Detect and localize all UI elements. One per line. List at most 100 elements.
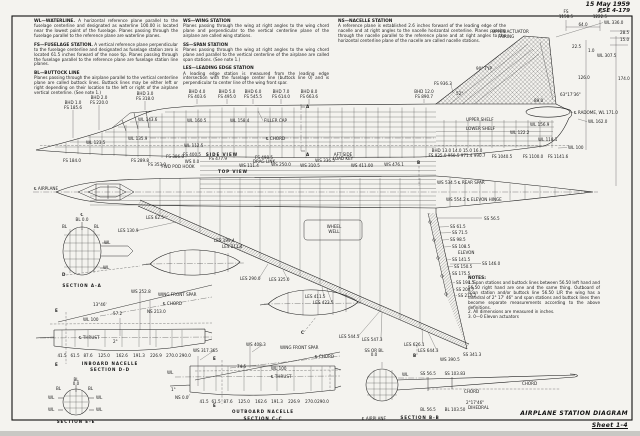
note-item: 3. 0—0 Elevon actuators [468,314,519,320]
dim-label: LES 547.3 [362,337,383,342]
view-caption: E [213,403,216,408]
scan-edge [0,431,640,436]
dim-label: BL 103.50 [445,407,466,412]
dim-label: FS 890.7 [415,94,433,99]
dim-label: 0.0 [73,381,80,386]
plan-fuselage-lower [55,191,437,209]
definition-heading: SS—SPAN STATION [183,42,229,48]
dim-label: LES 130.9 [118,228,139,233]
dim-label: 74.5 [237,364,247,369]
notes-heading: NOTES: [468,276,486,281]
dim-label: NS 213.0 [147,309,166,314]
dim-label: LES 290.0 [240,276,261,281]
dim-label: 125.0 [98,353,110,358]
dim-label: WING FRONT SPAR [280,345,319,350]
wingtip-hatch [447,297,467,349]
dim-label: BHD 13.0 14.0 15.0 16.0 [432,148,483,153]
dim-label: ℄ RADOME, WL 171.0 [574,110,618,115]
dim-label: 162.6 [255,399,267,404]
dim-label: ℄ CHORD [163,301,182,306]
outboard-nacelle-section [169,346,342,404]
leader-line [251,344,263,353]
view-caption: SIDE VIEW [206,152,238,157]
leader-line [162,215,169,218]
plan-tail-boom [435,175,594,209]
dim-label: 162.6 [116,353,128,358]
definition-heading: LES—LEADING EDGE STATION [183,66,254,72]
definition-fuselage-station: FS—FUSELAGE STATION. A vertical referenc… [34,42,178,68]
dim-label: FS 400.5 [183,152,201,157]
dim-label: 226.9 [150,353,162,358]
dim-label: 270.0 [166,353,178,358]
dim-label: FS 545.5 [244,94,262,99]
view-caption: A [306,104,310,109]
dim-label: BL [94,224,100,229]
dim-label: WL 122.2 [510,130,530,135]
section-b-b [365,362,578,402]
dim-label: FS 614.0 [272,94,290,99]
definition-body: A reference plane is established 2.6 inc… [338,23,506,43]
definition-heading: NS—NACELLE STATION [338,19,393,24]
leader-line [136,221,177,231]
dim-label: BL 56.5 [420,407,436,412]
definition-body: Planes passing through the airplane para… [34,75,178,96]
wl100-and-e-cut-2 [194,360,341,404]
notes-block: NOTES: 1. Span stations and buttock line… [468,276,600,320]
leader-line [187,393,191,398]
definition-body: Planes passing through the wing at right… [183,23,329,38]
dim-label: ℄ AIRPLANE [362,416,386,421]
dim-label: WL [96,395,103,400]
dim-label: BL [62,224,68,229]
dim-label: CHORD [522,381,537,386]
dim-label: 22.5 [572,44,582,49]
crew-compartment [77,183,135,201]
leader-line [450,83,454,94]
dim-label: 290.0 [179,353,191,358]
dim-label: WL 100 [83,317,99,322]
dim-label: 90° TYP [476,66,493,71]
leader-line [199,350,215,361]
dim-label: FS 289.8 [131,158,149,163]
actuator-symbol [432,238,436,242]
note-item: 2. All dimensions are measured in inches… [468,309,555,315]
dim-label: UPPER ACTUATOR [492,29,529,34]
dim-label: WS 336.5 [315,158,335,163]
dim-label: FS 220.0 [90,100,108,105]
definition-body: A horizontal reference plane parallel to… [34,18,178,38]
definition-heading: WL—WATERLINE. [34,19,75,24]
dim-label: BHD 2.0 [91,95,108,100]
dim-label: FS 935.0 950.5 971.4 990.7 [429,153,486,158]
plan-fuselage-upper [55,175,437,193]
dim-label: 2°17'46" [466,400,484,405]
leader-line [357,310,381,337]
dim-label: LES 423.5 [313,300,334,305]
actuator-symbol [428,220,432,224]
leader-line [326,288,333,303]
dim-label: WS 534.5 ℄ REAR SPAR [437,180,485,185]
dim-label: SS 56.5 [420,371,436,376]
leader-line [258,263,269,279]
inboard-nacelle-section [35,284,213,364]
dim-label: SS 61.5 [450,224,466,229]
inboard-nacelle-ribs [169,250,229,276]
dim-label: WS 476.1 [384,162,404,167]
leader-line [257,110,264,121]
dim-label: 1.0 [588,48,595,53]
view-caption: B [417,160,420,165]
dim-label: LES 411.5 [305,294,326,299]
sheet-title: AIRPLANE STATION DIAGRAM [520,410,628,417]
dim-label: LES 325.0 [269,277,290,282]
dim-label: 13°46' [93,302,107,307]
spar-station-lines [119,292,151,345]
fuselage-bottom-outline [35,117,570,158]
view-caption: E [55,308,58,313]
dim-label: WL 100 [271,366,287,371]
dim-label: LES 544.5 [339,334,360,339]
canopy [111,110,153,132]
dim-label: WL 143.6 [138,117,158,122]
bulkhead-leaders [72,99,425,138]
dim-label: SS 175.5 [452,271,471,276]
